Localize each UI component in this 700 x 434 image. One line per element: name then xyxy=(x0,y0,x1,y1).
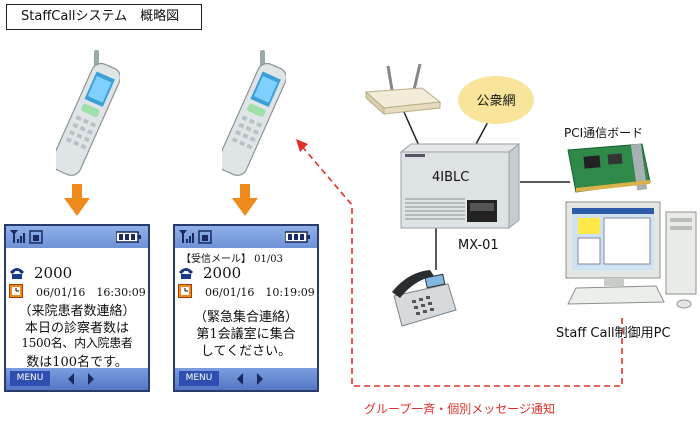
public-network-cloud-icon xyxy=(458,76,534,124)
broadcast-arrowhead xyxy=(296,139,308,152)
received-datetime: 06/01/16 10:19:09 xyxy=(205,286,315,299)
phone-screen-right: 【受信メール】 01/03 2000 06/01/16 10:19:09 （緊急… xyxy=(173,224,319,392)
message-line-3: 1500名、内入院患者 xyxy=(21,336,133,350)
pbx-unit-icon xyxy=(399,142,521,230)
control-pc-icon xyxy=(565,201,697,309)
screen-status-bar xyxy=(175,226,317,248)
handset-left-icon xyxy=(56,50,120,176)
battery-icon xyxy=(285,231,310,243)
inbox-header: 【受信メール】 01/03 xyxy=(181,254,283,265)
screen-soft-key-bar: MENU xyxy=(175,368,317,390)
message-line-1: （緊急集合連絡） xyxy=(193,310,298,325)
caller-number: 2000 xyxy=(34,264,73,282)
pbx-model-label: MX-01 xyxy=(458,238,499,253)
broadcast-path xyxy=(299,143,623,387)
message-line-4: 数は100名です。 xyxy=(26,355,128,370)
message-line-1: （来院患者数連絡） xyxy=(18,304,136,319)
pci-board-label: PCI通信ボード xyxy=(564,126,644,140)
signal-icon xyxy=(10,230,43,244)
battery-icon xyxy=(116,231,141,243)
pbx-name-label: 4IBLC xyxy=(432,170,470,185)
message-line-3: してください。 xyxy=(200,344,292,359)
public-network-label: 公衆網 xyxy=(476,94,516,109)
clock-icon xyxy=(178,284,192,298)
down-arrow-right-icon xyxy=(232,184,258,216)
message-line-2: 本日の診察者数は xyxy=(24,321,129,336)
caller-number: 2000 xyxy=(203,264,242,282)
menu-soft-key[interactable]: MENU xyxy=(10,371,50,386)
clock-icon xyxy=(9,284,23,298)
pci-board-icon xyxy=(567,143,651,193)
control-pc-label: Staff Call制御用PC xyxy=(556,326,671,341)
menu-soft-key[interactable]: MENU xyxy=(179,371,219,386)
signal-icon xyxy=(179,230,212,244)
screen-soft-key-bar: MENU xyxy=(6,368,148,390)
phone-screen-left: 2000 06/01/16 16:30:09 （来院患者数連絡） 本日の診察者数… xyxy=(4,224,150,392)
phone-icon xyxy=(179,268,193,279)
message-line-2: 第1会議室に集合 xyxy=(196,327,296,342)
router-link xyxy=(403,111,421,149)
phone-icon xyxy=(10,268,24,279)
down-arrow-left-icon xyxy=(64,184,90,216)
left-right-nav-icon[interactable] xyxy=(237,373,267,385)
screen-status-bar xyxy=(6,226,148,248)
desk-phone-icon xyxy=(392,270,457,327)
left-right-nav-icon[interactable] xyxy=(68,373,98,385)
router-icon xyxy=(364,63,442,116)
diagram-title: StaffCallシステム 概略図 xyxy=(6,4,202,30)
broadcast-notification-label: グループ一斉・個別メッセージ通知 xyxy=(364,402,556,416)
received-datetime: 06/01/16 16:30:09 xyxy=(36,286,146,299)
handset-right-icon xyxy=(222,50,286,176)
